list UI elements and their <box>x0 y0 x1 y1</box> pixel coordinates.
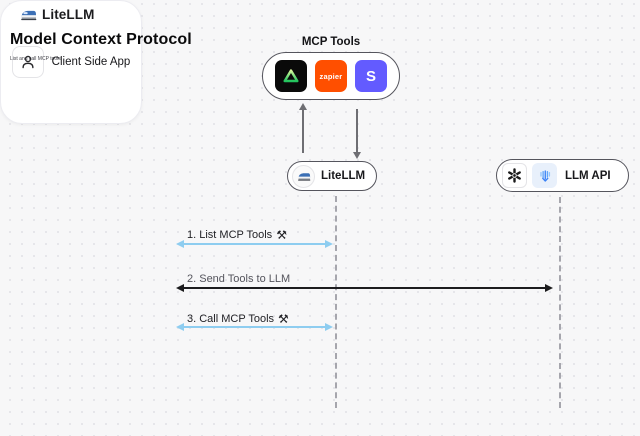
llm-api-lifeline <box>559 197 561 408</box>
step-3-label: 3. Call MCP Tools ⚒ <box>187 312 289 326</box>
openai-icon <box>502 163 527 188</box>
litellm-logo-badge <box>292 164 315 188</box>
litellm-lifeline <box>335 196 337 408</box>
app-name: LiteLLM <box>42 7 95 22</box>
arrow-left-head-icon <box>176 322 184 331</box>
mcp-tools-node: zapier S <box>262 52 400 100</box>
page-title: Model Context Protocol <box>10 31 192 48</box>
tools-icon: ⚒ <box>276 228 287 242</box>
blue-arrow-glyph <box>539 169 550 182</box>
person-icon <box>11 46 44 78</box>
litellm-node-label: LiteLLM <box>321 170 366 182</box>
llm-api-node: LLM API <box>496 159 629 192</box>
step-1-label: 1. List MCP Tools ⚒ <box>187 228 287 242</box>
stripe-letter: S <box>365 67 376 85</box>
arrow-right-head-icon <box>325 239 333 248</box>
arrow-right-head-icon <box>325 322 333 331</box>
llm-provider-icon <box>532 163 557 188</box>
step-2-label: 2. Send Tools to LLM <box>187 273 291 285</box>
green-triangle-glyph <box>283 69 299 83</box>
mcp-tools-label: MCP Tools <box>301 36 361 48</box>
client-side-app-node: Client Side App <box>0 0 142 124</box>
arrow-down-head-icon <box>352 152 361 159</box>
openai-logo-glyph <box>508 168 521 183</box>
triangle-tool-icon <box>275 60 307 92</box>
app-brand: LiteLLM <box>20 7 94 22</box>
zapier-icon: zapier <box>315 60 347 92</box>
litellm-node: LiteLLM <box>287 161 377 191</box>
page-subtitle: List and call MCP tools <box>10 56 61 62</box>
client-side-app-label: Client Side App <box>51 56 131 68</box>
tools-icon: ⚒ <box>278 312 289 326</box>
zapier-wordmark: zapier <box>319 71 343 81</box>
arrow-left-head-icon <box>176 283 184 292</box>
arrow-right-head-icon <box>545 283 553 292</box>
litellm-train-icon <box>297 172 310 181</box>
llm-api-node-label: LLM API <box>565 169 611 182</box>
arrow-up-head-icon <box>298 103 307 110</box>
stripe-icon: S <box>355 60 387 92</box>
litellm-train-icon <box>21 10 37 20</box>
arrow-left-head-icon <box>176 239 184 248</box>
